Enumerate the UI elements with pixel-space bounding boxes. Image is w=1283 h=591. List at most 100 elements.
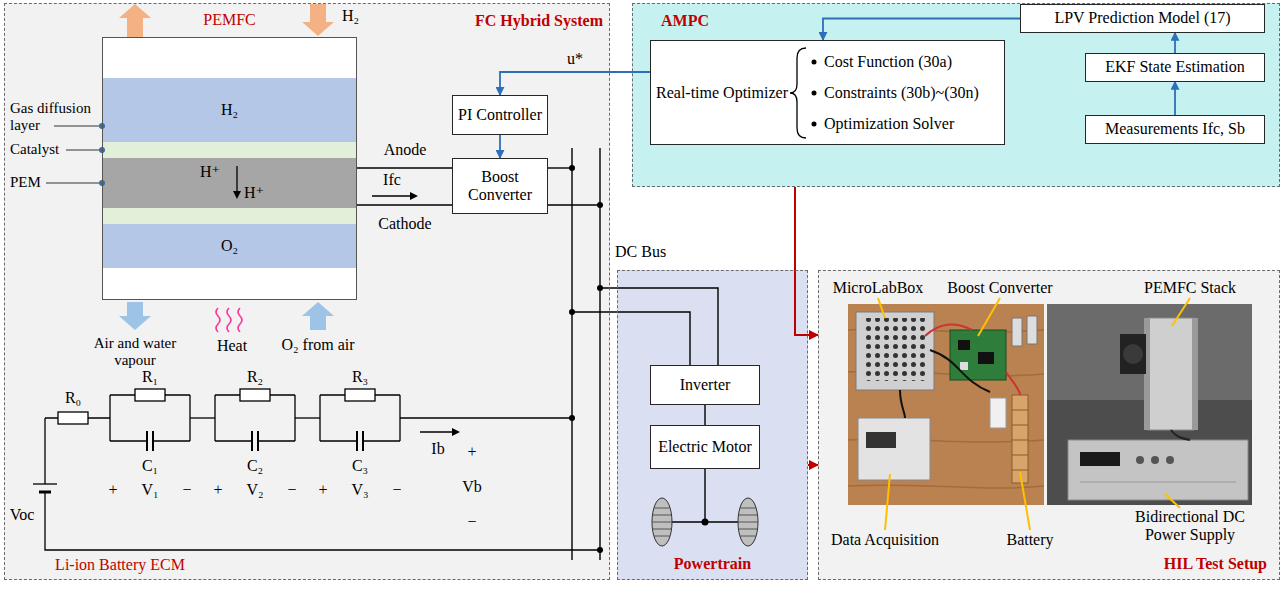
component-name: R₃: [352, 368, 368, 386]
panel-title: PEMFC: [203, 11, 255, 29]
wire: [599, 148, 600, 560]
test-bench-photo: [1136, 456, 1144, 464]
connector: [499, 135, 501, 158]
box-label: LPV Prediction Model (17): [1024, 9, 1261, 27]
test-bench-photo: [1047, 304, 1252, 505]
polarity-sign: +: [467, 443, 476, 461]
gas-flow-arrow: [302, 4, 334, 36]
wheel-symbol: [738, 508, 758, 536]
battery-circuit: [345, 389, 375, 401]
connector: [1174, 82, 1176, 116]
gas-label: H₂: [342, 7, 359, 25]
fuel-cell-layers: [102, 208, 357, 224]
current-arrow: [452, 428, 460, 436]
box-label: H₂: [105, 101, 354, 119]
box-label: Inverter: [654, 376, 756, 394]
wheel-symbol: [652, 498, 758, 546]
battery-circuit: [58, 412, 88, 424]
test-bench-photo: [1080, 482, 1236, 483]
bullet: [812, 60, 817, 65]
leader-line: [54, 126, 100, 127]
panel-ground: [617, 270, 808, 580]
component-name: C₁: [142, 457, 158, 475]
battery-circuit: [110, 395, 190, 441]
heat-waves: [238, 308, 242, 332]
wire: [548, 204, 600, 205]
component-name: C₂: [247, 457, 263, 475]
flow-label: Heat: [217, 337, 247, 355]
test-bench-photo: [925, 325, 972, 336]
junction-dot: [569, 309, 575, 315]
connector: [357, 167, 452, 168]
test-bench-photo: [848, 304, 1252, 505]
bracket: [790, 48, 806, 138]
box-label: H⁺: [244, 184, 264, 202]
signal-name: V₁: [141, 481, 158, 499]
part-label: Gas diffusion layer: [10, 100, 98, 135]
electrode-label: Cathode: [378, 215, 431, 233]
current-arrow: [410, 192, 418, 200]
test-bench-photo: [990, 398, 1006, 428]
heat-waves: [227, 308, 231, 332]
connector: [500, 72, 650, 95]
test-bench-photo: [950, 330, 1006, 380]
test-bench-photo: [958, 340, 970, 350]
junction-dot: [569, 415, 575, 421]
battery-circuit: [252, 431, 258, 451]
test-bench-photo: [1123, 344, 1143, 364]
photo-label: Battery: [1006, 531, 1053, 549]
signal-name: Voc: [10, 506, 35, 524]
panel-ground: [4, 3, 1280, 580]
part-label: PEM: [10, 174, 41, 191]
optimizer-ground: [650, 40, 1005, 145]
signal-name: u*: [565, 50, 585, 68]
gas-flow-arrow: [119, 4, 151, 37]
box-label: Cost Function (30a): [824, 53, 952, 71]
component-name: C₃: [352, 457, 368, 475]
optimizer-ground: [650, 40, 1005, 145]
box-label: EKF State Estimation: [1089, 58, 1261, 76]
gas-flow-arrow: [119, 302, 151, 330]
polarity-sign: −: [287, 481, 296, 499]
box-label: Boost Converter: [456, 168, 544, 205]
test-bench-photo: [1027, 316, 1037, 344]
estimator-box: EKF State Estimation: [1085, 53, 1265, 81]
gas-layer-band: H₂: [102, 78, 357, 142]
battery-circuit: [33, 483, 57, 484]
polarity-sign: −: [182, 481, 191, 499]
connector: [808, 464, 818, 466]
test-bench-photo: [978, 352, 994, 364]
battery-circuit: [215, 395, 295, 441]
panel-ground: [632, 3, 1280, 187]
powertrain-panel: PowertrainInverterElectric Motor: [617, 270, 808, 580]
fuel-cell-layers: [102, 158, 357, 208]
connector: [704, 405, 705, 425]
component-name: R₂: [247, 368, 263, 386]
connector: [823, 18, 1020, 40]
battery-circuit: [295, 417, 320, 418]
part-label: Catalyst: [10, 141, 59, 158]
photo-leader: [1172, 298, 1190, 326]
box-label: H⁺: [200, 163, 220, 181]
photo-label: Bidirectional DC Power Supply: [1125, 508, 1255, 545]
photo-leader: [1020, 472, 1030, 530]
photo-label: Boost Converter: [947, 279, 1052, 297]
component-name: R₁: [142, 368, 158, 386]
photo-label: MicroLabBox: [833, 279, 924, 297]
signal-name: V₂: [246, 481, 263, 499]
system-panel: FC Hybrid SystemPEMFCH₂H⁺H⁺O₂PI Controll…: [4, 3, 610, 580]
bullet: [812, 122, 817, 127]
panel-ground: [4, 3, 610, 580]
gas-flow-arrow: [119, 4, 334, 330]
test-bench-photo: [1080, 452, 1120, 466]
connector: [1174, 33, 1176, 54]
flow-label: O₂ from air: [281, 336, 354, 354]
wheel-symbol: [738, 498, 758, 546]
fuel-cell-layers: [102, 78, 357, 142]
battery-circuit: [190, 417, 215, 418]
test-bench-photo: [1151, 456, 1159, 464]
battery-circuit: [45, 492, 600, 550]
connector: [795, 187, 818, 335]
